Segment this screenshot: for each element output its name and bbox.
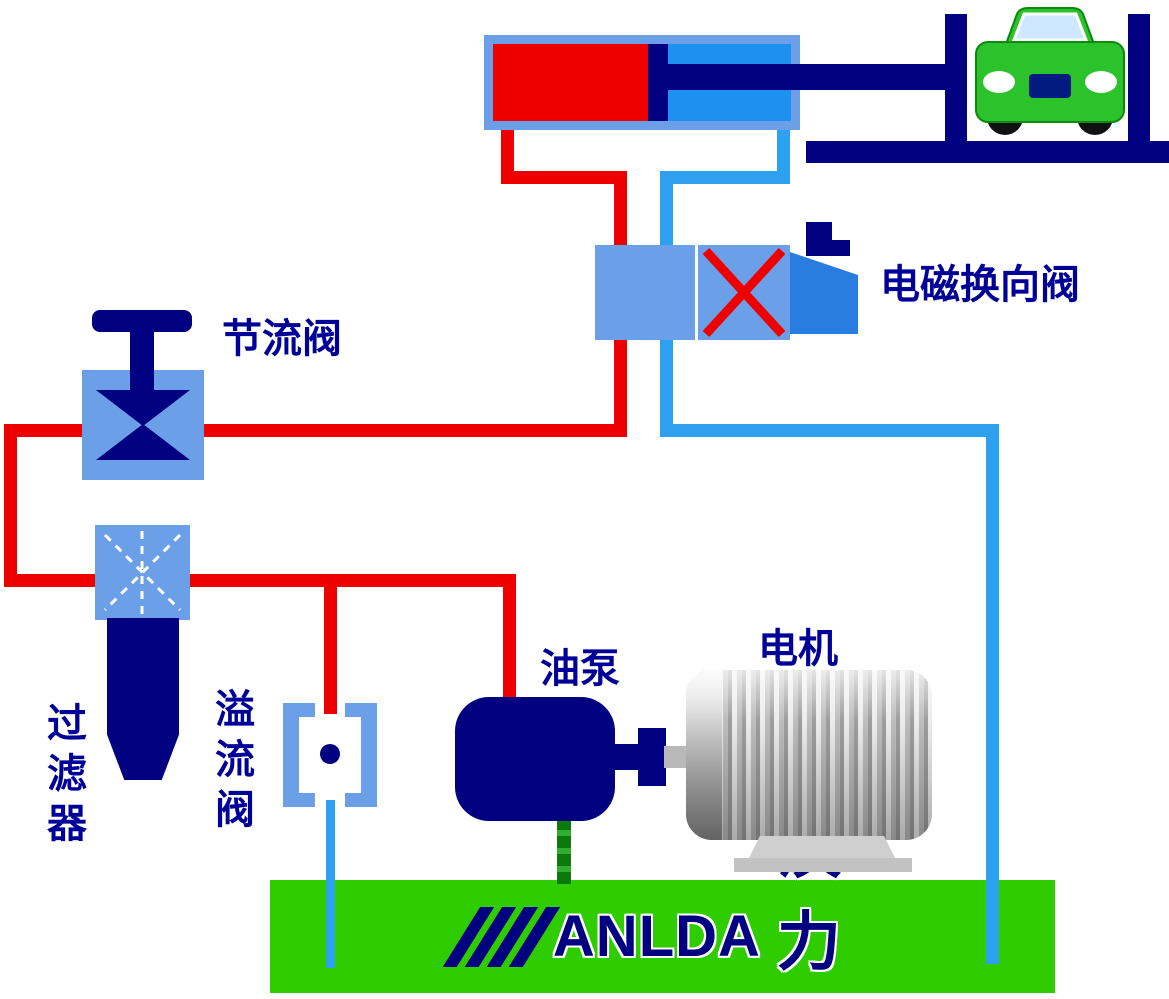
solenoid-connector-base [806, 240, 850, 256]
motor-shading [686, 670, 932, 840]
throttle-valve-body [82, 370, 204, 480]
relief-bracket-bottom-right [345, 793, 377, 807]
motor-base [748, 836, 896, 860]
relief-bracket-bottom-left [283, 793, 315, 807]
crossover-line [702, 247, 786, 338]
oil-pump-body [455, 697, 615, 821]
logo-latin-text: ANLDA [552, 904, 761, 969]
motor-body [686, 670, 932, 840]
pressure-line-top-horizontal [501, 171, 627, 184]
throttle-stem [130, 330, 154, 400]
piston-rod [666, 64, 948, 90]
oil-tank-banner: ANLDA 汉力达 ® [270, 799, 1055, 999]
pressure-line-left-vertical [4, 424, 17, 587]
car-headlight-left [983, 71, 1015, 93]
shaft-coupling [638, 728, 666, 786]
label-filter: 过滤器 [41, 702, 86, 852]
car-icon [975, 7, 1125, 135]
throttle-orifice [96, 390, 190, 460]
orifice-upper [96, 390, 190, 426]
pressure-line-pump-drop [503, 574, 516, 704]
return-line-top-horizontal [660, 171, 790, 184]
mesh-line [103, 533, 182, 612]
cylinder-piston-chamber [493, 44, 648, 121]
pressure-line-pump-suction [180, 574, 516, 587]
pressure-line-filter-inlet [4, 574, 110, 587]
mesh-line [103, 533, 182, 612]
cylinder-piston [648, 44, 668, 121]
filter-screen [95, 525, 190, 620]
label-motor: 电机 [758, 626, 838, 671]
return-line-mid-horizontal [660, 424, 999, 437]
lift-post-left [945, 14, 967, 150]
label-solenoid-valve: 电磁换向阀 [880, 262, 1080, 307]
car-grille [1029, 74, 1071, 98]
label-relief-valve: 溢流阀 [209, 688, 254, 838]
label-oil-pump: 油泵 [540, 646, 620, 691]
throttle-handle [92, 310, 192, 332]
car-windshield [1011, 12, 1089, 42]
filter-mesh-lines [103, 531, 182, 614]
pump-shaft-link [610, 744, 642, 770]
motor-foot [734, 858, 912, 872]
lift-post-right [1128, 14, 1150, 150]
car-headlight-right [1085, 71, 1117, 93]
filter-bowl [107, 618, 179, 780]
orifice-lower [96, 424, 190, 460]
pressure-line-relief-branch [324, 574, 337, 714]
relief-drain-line [326, 800, 335, 968]
return-line-cylinder-drop [777, 118, 790, 184]
relief-poppet [320, 744, 340, 764]
logo-slashes [442, 906, 560, 967]
pump-drain-line [557, 818, 571, 884]
lift-platform [806, 141, 1169, 163]
pressure-line-cylinder-drop [501, 118, 514, 184]
label-throttle-valve: 节流阀 [222, 316, 342, 361]
solenoid-coil [790, 252, 858, 334]
relief-valve [283, 703, 377, 807]
relief-bracket-left [283, 703, 299, 807]
relief-bracket-right [361, 703, 377, 807]
valve-crossover-lines [702, 247, 786, 338]
return-line-tank-drop [986, 424, 999, 964]
solenoid-valve-box-left [595, 245, 695, 340]
relief-bracket-top-left [283, 703, 315, 717]
motor-shaft [664, 746, 690, 768]
relief-bracket-top-right [345, 703, 377, 717]
